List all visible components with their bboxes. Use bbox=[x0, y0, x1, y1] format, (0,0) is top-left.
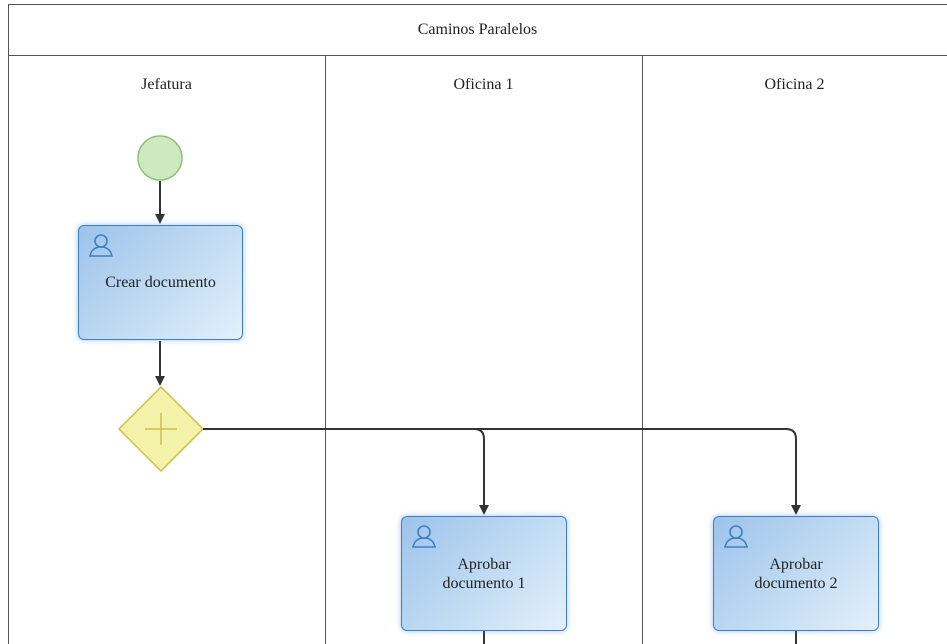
parallel-gateway[interactable] bbox=[117, 385, 205, 473]
start-event[interactable] bbox=[137, 135, 183, 181]
lane-title-oficina-2: Oficina 2 bbox=[764, 76, 825, 93]
lane-title-jefatura: Jefatura bbox=[141, 76, 192, 93]
task-label: Aprobar documento 2 bbox=[754, 555, 838, 592]
lane-divider-1 bbox=[325, 56, 326, 644]
lane-title-oficina-1: Oficina 1 bbox=[453, 76, 514, 93]
task-aprobar-documento-1[interactable]: Aprobar documento 1 bbox=[401, 516, 567, 631]
pool bbox=[8, 4, 947, 644]
user-icon bbox=[89, 234, 113, 257]
user-icon bbox=[412, 525, 436, 548]
task-label: Aprobar documento 1 bbox=[442, 555, 526, 592]
pool-title: Caminos Paralelos bbox=[8, 4, 947, 56]
lane-divider-2 bbox=[642, 56, 643, 644]
flow-gateway-to-aprobar-2 bbox=[474, 428, 801, 515]
task-label: Crear documento bbox=[105, 274, 216, 291]
flow-gateway-to-aprobar-1 bbox=[203, 428, 489, 515]
task-aprobar-documento-2[interactable]: Aprobar documento 2 bbox=[713, 516, 879, 631]
user-icon bbox=[724, 525, 748, 548]
task-crear-documento[interactable]: Crear documento bbox=[78, 225, 243, 340]
pool-title-text: Caminos Paralelos bbox=[417, 20, 538, 38]
